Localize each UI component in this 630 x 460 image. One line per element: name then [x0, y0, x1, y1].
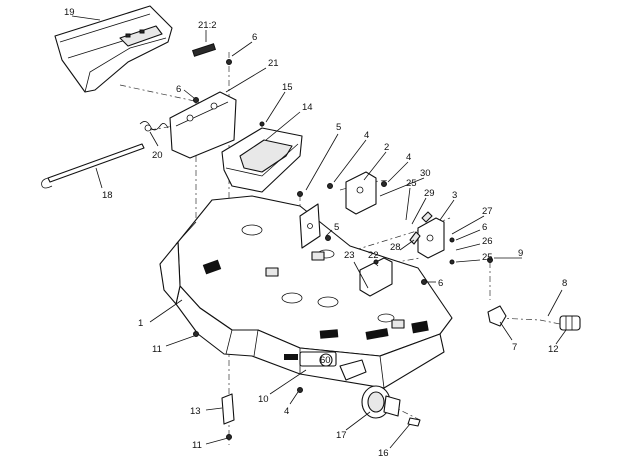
callout-10: 10 — [258, 394, 269, 405]
deck-model-badge: 60 — [320, 355, 331, 366]
idler-bracket-2 — [345, 171, 377, 215]
callout-20: 20 — [152, 150, 163, 161]
callout-23: 23 — [344, 250, 355, 261]
callout-4: 4 — [284, 406, 289, 417]
anti-scalp-wheel — [339, 359, 401, 419]
callout-2: 2 — [384, 142, 389, 153]
callout-26: 26 — [482, 236, 493, 247]
callout-27: 27 — [482, 206, 493, 217]
hardware — [193, 59, 493, 440]
callout-29: 29 — [424, 188, 435, 199]
callout-14: 14 — [302, 102, 313, 113]
callout-4: 4 — [364, 130, 369, 141]
callout-6: 6 — [438, 278, 443, 289]
leader-lines — [71, 15, 567, 449]
callout-17: 17 — [336, 430, 347, 441]
callout-labels: 19 21:2 6 21 6 15 14 20 18 5 4 2 4 30 25… — [64, 7, 567, 459]
callout-22: 22 — [368, 250, 379, 261]
callout-12: 12 — [548, 344, 559, 355]
callout-30: 30 — [420, 168, 431, 179]
callout-16: 16 — [378, 448, 389, 459]
callout-25: 25 — [406, 178, 417, 189]
anti-scalp-bracket — [221, 393, 235, 425]
callout-11: 11 — [152, 344, 162, 355]
callout-6: 6 — [482, 222, 487, 233]
mower-deck: 60 — [159, 195, 453, 389]
callout-25: 25 — [482, 252, 493, 263]
discharge-chute — [54, 5, 173, 93]
wheel-bolt — [407, 417, 421, 427]
callout-21: 21 — [268, 58, 279, 69]
grease-fitting — [487, 305, 507, 327]
chute-deflector-bracket — [169, 91, 237, 159]
callout-5: 5 — [334, 222, 339, 233]
callout-19: 19 — [64, 7, 75, 18]
callout-1: 1 — [138, 318, 143, 329]
callout-3: 3 — [452, 190, 457, 201]
callout-6: 6 — [252, 32, 257, 43]
hose-end-cap — [559, 315, 581, 331]
callout-9: 9 — [518, 248, 523, 259]
idler-bracket-left — [299, 203, 321, 249]
callout-15: 15 — [282, 82, 293, 93]
callout-7: 7 — [512, 342, 517, 353]
callout-18: 18 — [102, 190, 113, 201]
callout-4: 4 — [406, 152, 411, 163]
belt-cover — [221, 127, 303, 193]
callout-13: 13 — [190, 406, 201, 417]
chute-rod — [41, 143, 145, 189]
callout-11: 11 — [192, 440, 202, 451]
callout-5: 5 — [336, 122, 341, 133]
callout-6: 6 — [176, 84, 181, 95]
callout-21-2: 21:2 — [198, 20, 217, 31]
pivot-spring — [139, 121, 169, 132]
idler-bracket-3 — [417, 217, 445, 259]
callout-28: 28 — [390, 242, 401, 253]
bracket-23 — [359, 257, 393, 297]
decal-part — [191, 43, 217, 57]
callout-8: 8 — [562, 278, 567, 289]
